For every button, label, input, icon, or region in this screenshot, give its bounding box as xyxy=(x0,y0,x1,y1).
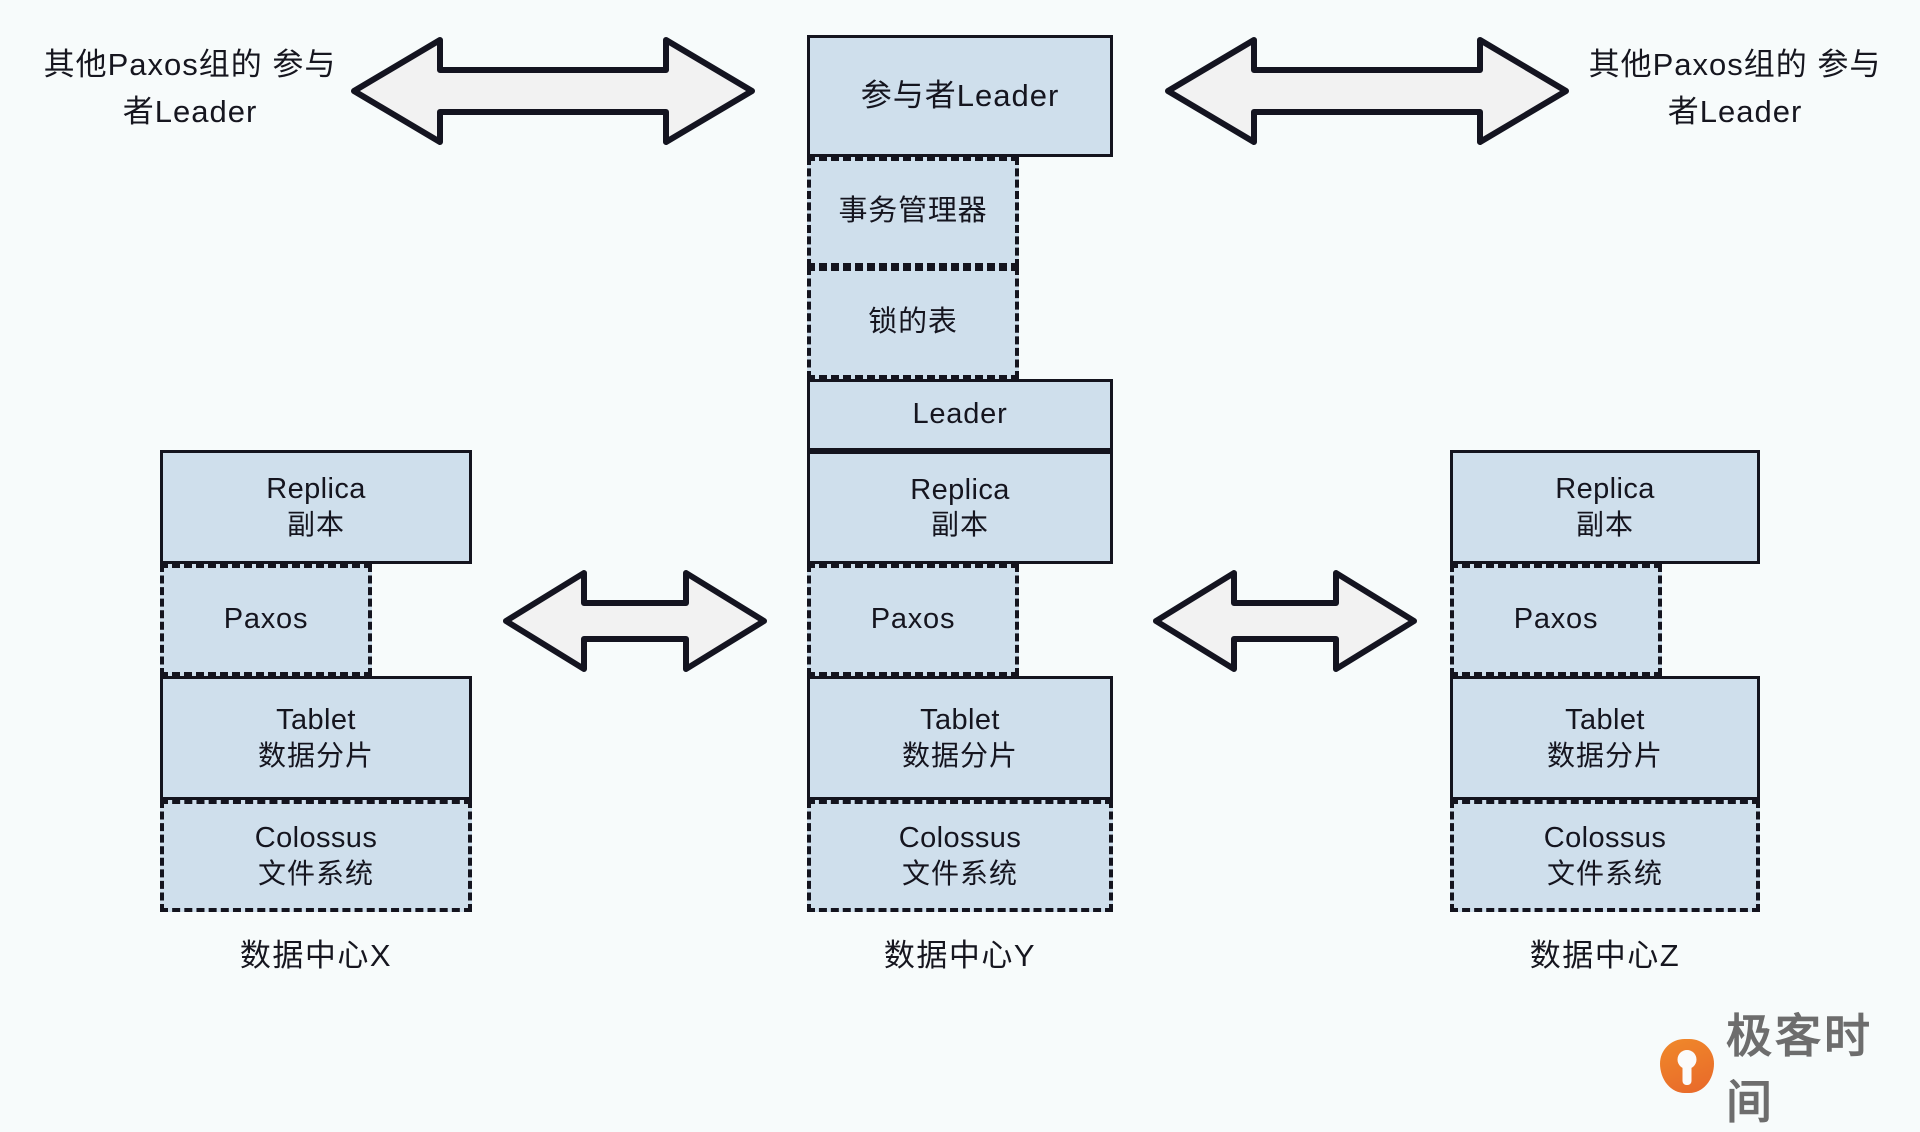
datacenter-z-caption: 数据中心Z xyxy=(1529,938,1681,973)
datacenter-y-leader-box: Leader xyxy=(807,379,1113,451)
datacenter-y-replica-line1: Replica xyxy=(910,473,1010,506)
datacenter-y-tablet-line2: 数据分片 xyxy=(901,739,1018,771)
middle-left-bidirectional-arrow xyxy=(500,565,770,677)
geektime-logo-icon xyxy=(1660,1039,1714,1093)
datacenter-z-tablet-box: Tablet 数据分片 xyxy=(1450,676,1760,800)
datacenter-z-replica-line1: Replica xyxy=(1555,473,1655,506)
datacenter-x-tablet-box: Tablet 数据分片 xyxy=(160,676,472,800)
datacenter-y-paxos-label: Paxos xyxy=(870,603,956,636)
datacenter-z-replica-box: Replica 副本 xyxy=(1450,450,1760,564)
datacenter-z-tablet-line1: Tablet xyxy=(1565,704,1645,737)
datacenter-z-paxos-label: Paxos xyxy=(1513,603,1599,636)
label-right-line2: 参与者Leader xyxy=(1667,47,1882,129)
datacenter-x-colossus-box: Colossus 文件系统 xyxy=(160,800,472,912)
datacenter-y-participant-leader-box: 参与者Leader xyxy=(807,35,1113,157)
geektime-wordmark: 极客时间 xyxy=(1726,1010,1873,1128)
datacenter-z-colossus-line2: 文件系统 xyxy=(1546,857,1663,889)
datacenter-z-paxos-box: Paxos xyxy=(1450,564,1662,676)
datacenter-y-transaction-manager-label: 事务管理器 xyxy=(838,195,988,228)
datacenter-x-colossus-line2: 文件系统 xyxy=(257,857,374,889)
datacenter-x-colossus-line1: Colossus xyxy=(254,822,378,855)
label-other-paxos-group-right: 其他Paxos组的 参与者Leader xyxy=(1580,42,1890,135)
datacenter-x-replica-box: Replica 副本 xyxy=(160,450,472,564)
datacenter-y-paxos-box: Paxos xyxy=(807,564,1019,676)
label-right-line1: 其他Paxos组的 xyxy=(1588,47,1808,82)
datacenter-y-replica-line2: 副本 xyxy=(930,509,989,541)
datacenter-y-tablet-box: Tablet 数据分片 xyxy=(807,676,1113,800)
diagram-canvas: 其他Paxos组的 参与者Leader 其他Paxos组的 参与者Leader … xyxy=(0,0,1920,1080)
datacenter-y-caption: 数据中心Y xyxy=(883,938,1037,973)
datacenter-z-colossus-box: Colossus 文件系统 xyxy=(1450,800,1760,912)
datacenter-x-paxos-box: Paxos xyxy=(160,564,372,676)
datacenter-x-tablet-line1: Tablet xyxy=(276,704,356,737)
datacenter-y-colossus-line1: Colossus xyxy=(898,822,1022,855)
geektime-watermark: 极客时间 xyxy=(1660,1000,1920,1132)
label-other-paxos-group-left: 其他Paxos组的 参与者Leader xyxy=(40,42,340,135)
datacenter-x-replica-line2: 副本 xyxy=(286,508,345,540)
datacenter-y-replica-box: Replica 副本 xyxy=(807,451,1113,564)
datacenter-y-lock-table-box: 锁的表 xyxy=(807,267,1019,379)
datacenter-y-transaction-manager-box: 事务管理器 xyxy=(807,157,1019,267)
datacenter-z-colossus-line1: Colossus xyxy=(1543,822,1667,855)
datacenter-y-tablet-line1: Tablet xyxy=(920,704,1000,737)
top-right-bidirectional-arrow xyxy=(1162,30,1572,152)
datacenter-x-caption: 数据中心X xyxy=(239,938,393,973)
datacenter-y-colossus-line2: 文件系统 xyxy=(901,857,1018,889)
datacenter-x-replica-line1: Replica xyxy=(266,473,366,506)
datacenter-z-replica-line2: 副本 xyxy=(1575,508,1634,540)
datacenter-y-participant-leader-label: 参与者Leader xyxy=(860,78,1060,114)
datacenter-x-paxos-label: Paxos xyxy=(223,603,309,636)
middle-right-bidirectional-arrow xyxy=(1150,565,1420,677)
datacenter-y-colossus-box: Colossus 文件系统 xyxy=(807,800,1113,912)
label-left-line2: 参与者Leader xyxy=(122,47,337,129)
label-left-line1: 其他Paxos组的 xyxy=(43,47,263,82)
datacenter-y-leader-label: Leader xyxy=(912,398,1008,431)
top-left-bidirectional-arrow xyxy=(348,30,758,152)
datacenter-x-tablet-line2: 数据分片 xyxy=(257,739,374,771)
datacenter-z-tablet-line2: 数据分片 xyxy=(1546,739,1663,771)
datacenter-y-lock-table-label: 锁的表 xyxy=(868,306,958,339)
